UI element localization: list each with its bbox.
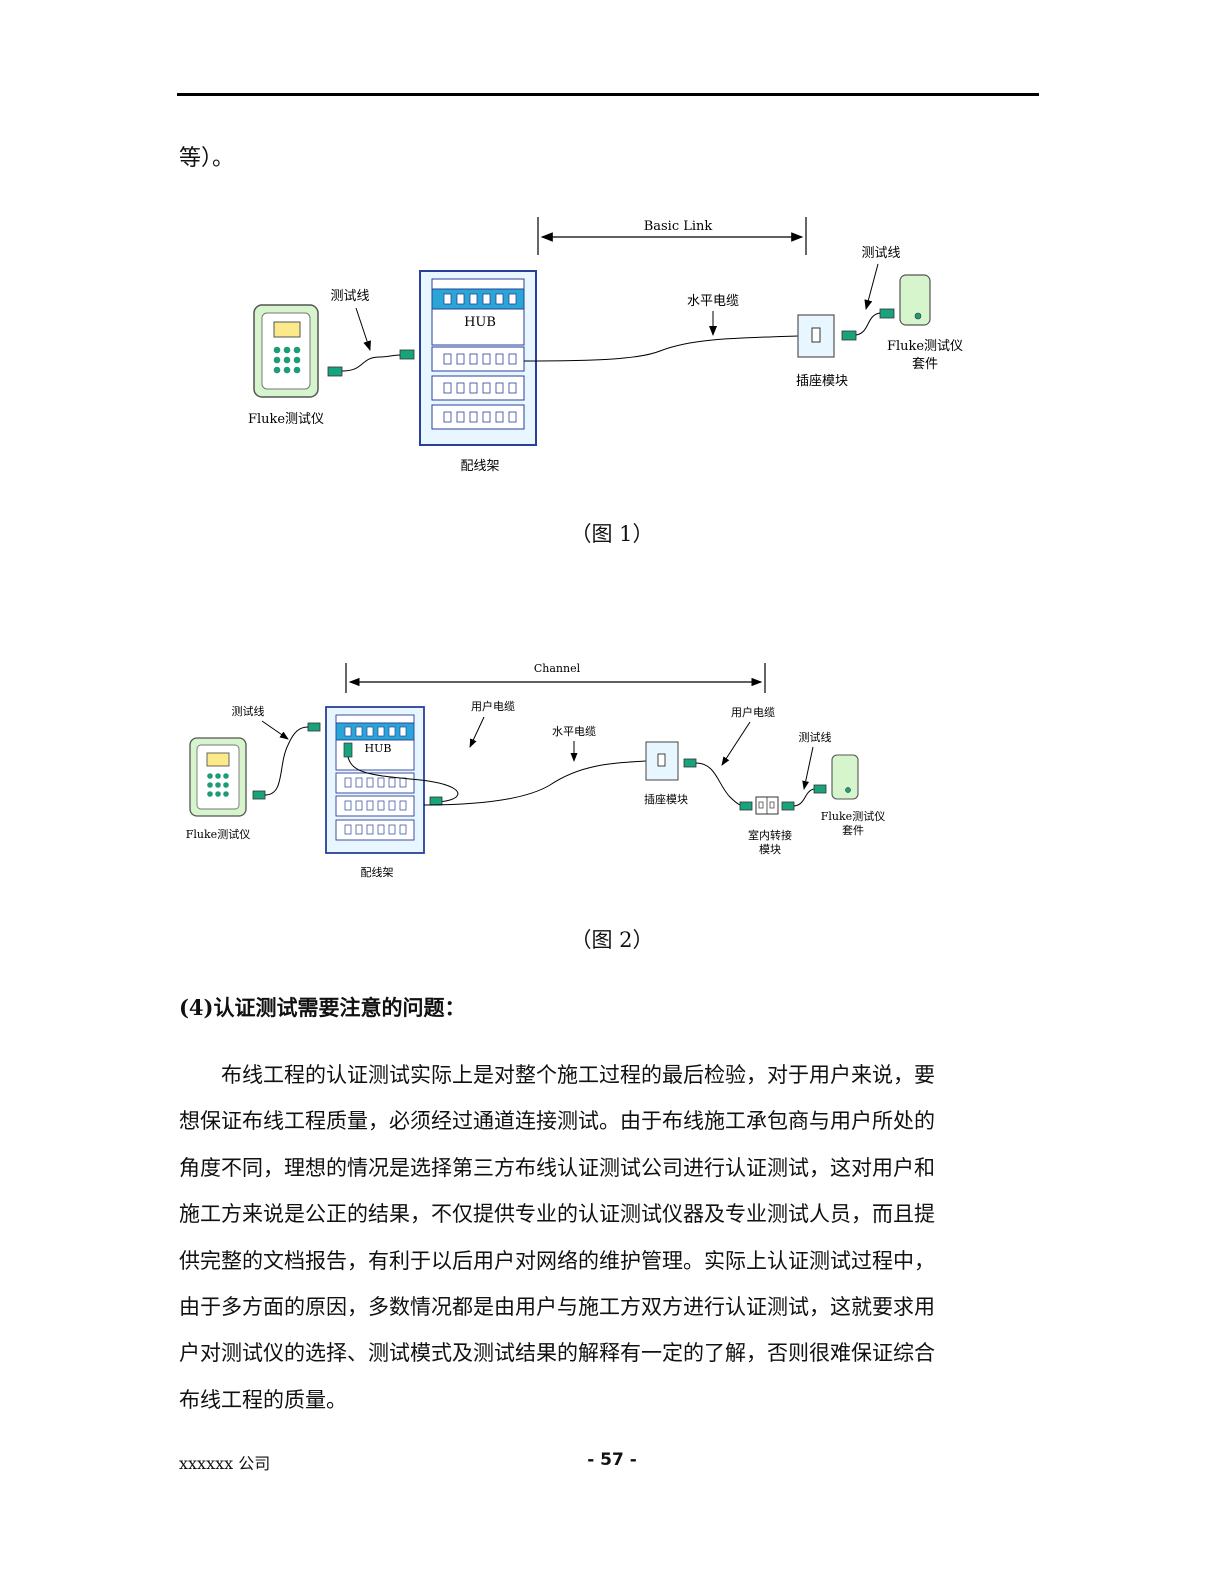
test-line-left-arrow — [355, 307, 371, 351]
fluke-tester-label: Fluke测试仪 — [186, 828, 250, 841]
figure-2-diagram: Channel Fluke测试仪 测试线 — [186, 662, 885, 879]
indoor-transfer-module — [755, 796, 779, 815]
paragraph-line: 布线工程的认证测试实际上是对整个施工过程的最后检验，对于用户来说，要 — [179, 1063, 935, 1087]
horizontal-cable-label: 水平电缆 — [687, 293, 739, 309]
test-line-right-label: 测试线 — [861, 246, 900, 261]
fluke-tester-device — [253, 304, 319, 398]
connector-icon — [879, 308, 895, 319]
patch-panel-rack — [419, 270, 537, 446]
patch-panel-label: 配线架 — [361, 865, 394, 879]
user-cable-label-1: 用户电缆 — [471, 699, 515, 713]
socket-module-label: 插座模块 — [644, 792, 688, 806]
patch-panel-label: 配线架 — [460, 459, 499, 474]
figure-1-diagram: Basic Link Fluke测试仪 测试线 — [248, 217, 963, 474]
horizontal-cable — [523, 335, 799, 362]
test-line-right-arrow — [802, 746, 814, 790]
connector-icon — [781, 801, 795, 811]
header-rule — [177, 93, 1039, 96]
horizontal-cable — [423, 760, 647, 806]
paragraph-line: 想保证布线工程质量，必须经过通道连接测试。由于布线施工承包商与用户所处的 — [179, 1109, 935, 1134]
test-line-left-label: 测试线 — [330, 289, 369, 304]
test-line-left-arrow — [261, 720, 289, 740]
fluke-tester-label: Fluke测试仪 — [248, 412, 324, 427]
horizontal-cable-label: 水平电缆 — [552, 725, 596, 738]
section-heading: (4)认证测试需要注意的问题： — [179, 995, 466, 1020]
user-cable-label-2: 用户电缆 — [731, 705, 775, 719]
hub-label: HUB — [365, 742, 392, 755]
connector-icon — [307, 722, 321, 732]
connector-icon — [327, 366, 343, 377]
fluke-kit-label-2: 套件 — [842, 824, 864, 837]
connector-icon — [739, 801, 753, 811]
indoor-module-label-1: 室内转接 — [748, 828, 792, 842]
paragraph-line: 户对测试仪的选择、测试模式及测试结果的解释有一定的了解，否则很难保证综合 — [179, 1341, 935, 1366]
intro-text: 等）。 — [179, 146, 235, 171]
test-line-right-label: 测试线 — [799, 730, 832, 744]
test-cable-left — [264, 726, 309, 796]
fluke-tester-device — [189, 737, 247, 817]
test-line-right-arrow — [864, 263, 879, 310]
fluke-kit-device — [831, 754, 859, 800]
user-cable-arrow-2 — [721, 721, 751, 766]
connector-icon — [841, 330, 857, 341]
connector-icon — [813, 784, 827, 794]
figure-1-caption: （图 1） — [570, 522, 654, 546]
fluke-kit-label-1: Fluke测试仪 — [821, 810, 885, 823]
channel-label: Channel — [534, 662, 581, 675]
fluke-kit-label-2: 套件 — [912, 356, 938, 372]
indoor-module-label-2: 模块 — [759, 843, 781, 856]
paragraph-line: 供完整的文档报告，有利于以后用户对网络的维护管理。实际上认证测试过程中， — [179, 1248, 935, 1273]
figure-2-caption: （图 2） — [570, 928, 654, 952]
connector-icon — [683, 758, 697, 768]
socket-module — [645, 741, 679, 781]
hub-label: HUB — [464, 315, 496, 330]
test-line-left-label: 测试线 — [232, 704, 265, 718]
test-cable-left — [341, 354, 401, 372]
socket-module — [797, 314, 835, 358]
basic-link-label: Basic Link — [644, 219, 713, 234]
paragraph-line: 角度不同，理想的情况是选择第三方布线认证测试公司进行认证测试，这对用户和 — [179, 1155, 935, 1180]
user-cable-right — [695, 762, 741, 806]
fluke-kit-device — [899, 274, 931, 326]
test-cable-right — [855, 312, 881, 336]
socket-module-label: 插座模块 — [796, 374, 848, 389]
footer-company: xxxxxx 公司 — [179, 1454, 271, 1473]
patch-panel-rack — [325, 706, 425, 854]
paragraph-line: 由于多方面的原因，多数情况都是由用户与施工方双方进行认证测试，这就要求用 — [179, 1294, 935, 1319]
paragraph-line: 施工方来说是公正的结果，不仅提供专业的认证测试仪器及专业测试人员，而且提 — [179, 1202, 935, 1227]
paragraph-line: 布线工程的质量。 — [179, 1387, 347, 1412]
page-number: - 57 - — [587, 1450, 637, 1470]
body-paragraph: 布线工程的认证测试实际上是对整个施工过程的最后检验，对于用户来说，要 想保证布线… — [179, 1052, 1039, 1423]
test-cable-right — [793, 788, 815, 807]
connector-icon — [429, 796, 443, 806]
connector-icon — [252, 790, 266, 800]
user-cable-arrow-1 — [469, 716, 485, 748]
connector-icon — [399, 349, 415, 360]
fluke-kit-label-1: Fluke测试仪 — [887, 339, 963, 354]
